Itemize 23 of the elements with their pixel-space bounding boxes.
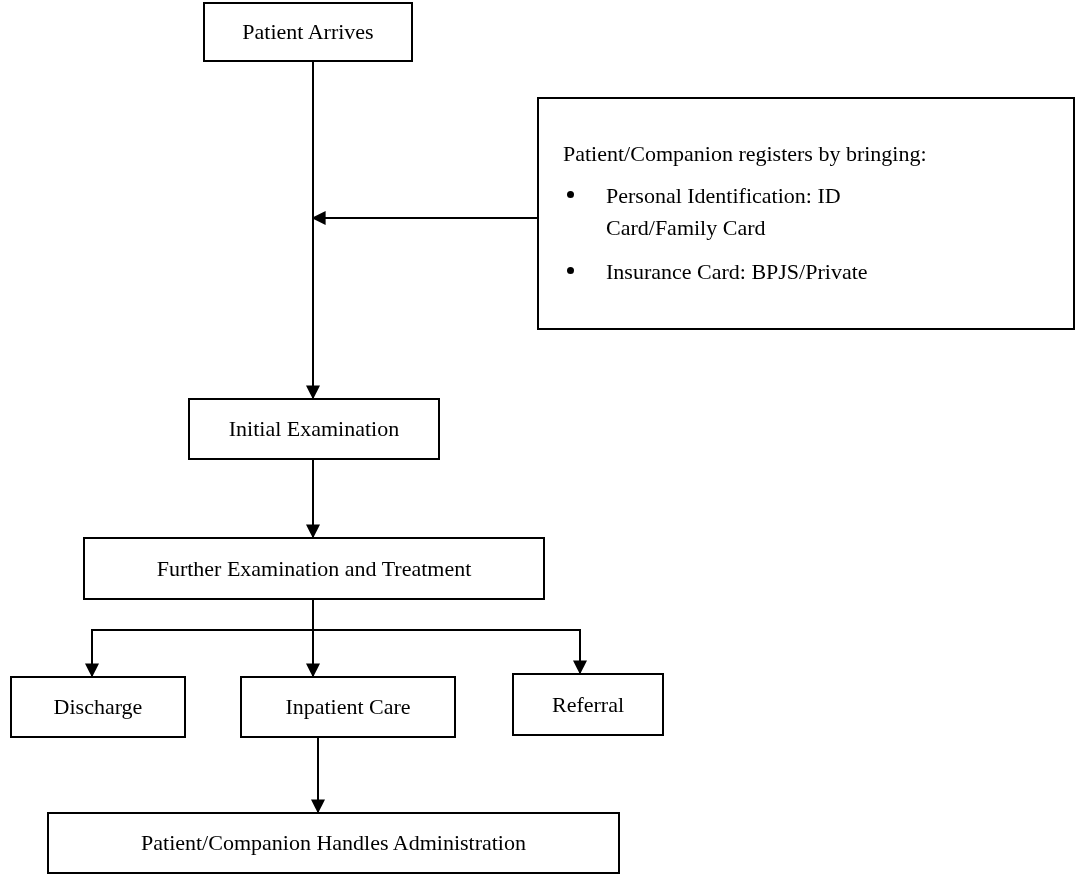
box-label: Further Examination and Treatment xyxy=(156,554,472,583)
process-box xyxy=(83,537,545,600)
process-box xyxy=(188,398,440,460)
process-box xyxy=(203,2,413,62)
box-label: Patient/Companion Handles Administration xyxy=(141,829,526,857)
box-label: Inpatient Care xyxy=(285,693,411,721)
arrow xyxy=(311,737,325,814)
arrow xyxy=(306,459,320,539)
box-heading: Patient/Companion registers by bringing: xyxy=(563,139,927,168)
arrow xyxy=(312,599,587,675)
process-box xyxy=(47,812,620,874)
process-box xyxy=(240,676,456,738)
box-label: Referral xyxy=(551,690,625,719)
arrow xyxy=(311,211,538,225)
process-box xyxy=(512,673,664,736)
list-item: Insurance Card: BPJS/Private xyxy=(606,257,869,286)
box-label: Initial Examination xyxy=(228,415,400,443)
list-item: Personal Identification: ID Card/Family Card xyxy=(606,181,842,242)
process-box xyxy=(10,676,186,738)
box-label: Patient Arrives xyxy=(242,18,374,46)
arrow xyxy=(306,61,320,400)
process-box xyxy=(537,97,1075,330)
box-label: Discharge xyxy=(53,693,143,721)
